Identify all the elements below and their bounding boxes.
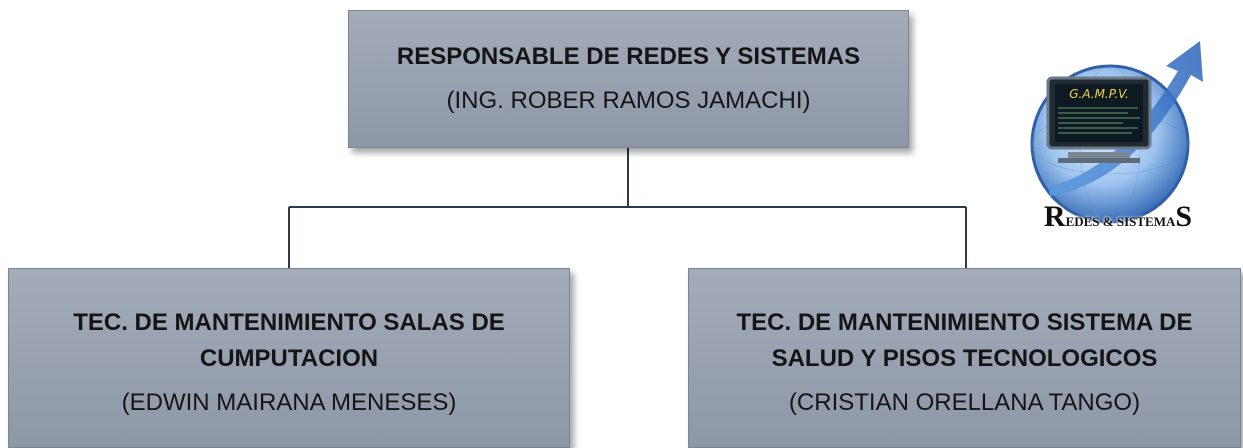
logo-brand-last: S xyxy=(1175,200,1193,233)
node-right: TEC. DE MANTENIMIENTO SISTEMA DE SALUD Y… xyxy=(688,268,1241,448)
logo-screen-title: G.A.M.P.V. xyxy=(1069,87,1129,101)
logo-brand-text: REDES & SISTEMAS xyxy=(1028,200,1208,234)
node-left-name: (EDWIN MAIRANA MENESES) xyxy=(121,389,457,416)
node-right-name: (CRISTIAN ORELLANA TANGO) xyxy=(788,389,1141,416)
node-head-name: (ING. ROBER RAMOS JAMACHI) xyxy=(446,87,811,114)
growth-arrow-icon xyxy=(1048,41,1203,196)
node-right-title: TEC. DE MANTENIMIENTO SISTEMA DE SALUD Y… xyxy=(736,309,1193,372)
logo-brand-first: R xyxy=(1043,200,1066,233)
redes-sistemas-logo: G.A.M.P.V. xyxy=(1030,41,1203,224)
monitor-icon xyxy=(1046,76,1152,163)
node-left: TEC. DE MANTENIMIENTO SALAS DE CUMPUTACI… xyxy=(8,268,570,448)
node-head-title: RESPONSABLE DE REDES Y SISTEMAS xyxy=(396,43,861,70)
logo-brand-middle: EDES & SISTEMA xyxy=(1065,214,1176,229)
node-head: RESPONSABLE DE REDES Y SISTEMAS (ING. RO… xyxy=(348,10,909,148)
node-left-title: TEC. DE MANTENIMIENTO SALAS DE CUMPUTACI… xyxy=(73,309,505,372)
